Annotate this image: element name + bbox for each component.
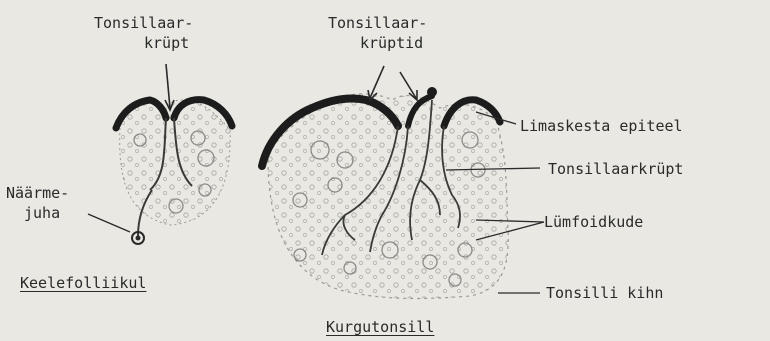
label-krypt-plural-line2: krüptid [360, 34, 423, 52]
label-lymphoid: Lümfoidkude [544, 213, 643, 231]
tonsil-body [268, 94, 508, 299]
label-krypt-single-line1: Tonsillaar- [94, 14, 193, 32]
label-capsule: Tonsilli kihn [546, 284, 663, 302]
arrow-krypt-2 [400, 72, 416, 98]
caption-lingual-follicle: Keelefolliikul [20, 274, 146, 292]
label-epithelium: Limaskesta epiteel [520, 117, 683, 135]
label-duct-line2: juha [24, 204, 60, 222]
palatine-tonsil-drawing [262, 66, 544, 298]
label-krypt-plural-line1: Tonsillaar- [328, 14, 427, 32]
label-duct-line1: Näärme- [6, 184, 69, 202]
caption-palatine-tonsil: Kurgutonsill [326, 318, 434, 336]
arrow-krypt-left [166, 64, 170, 108]
label-krypt-right: Tonsillaarkrüpt [548, 160, 683, 178]
leader-duct [88, 214, 130, 232]
label-krypt-single-line2: krüpt [144, 34, 189, 52]
lingual-follicle-drawing [88, 64, 232, 244]
